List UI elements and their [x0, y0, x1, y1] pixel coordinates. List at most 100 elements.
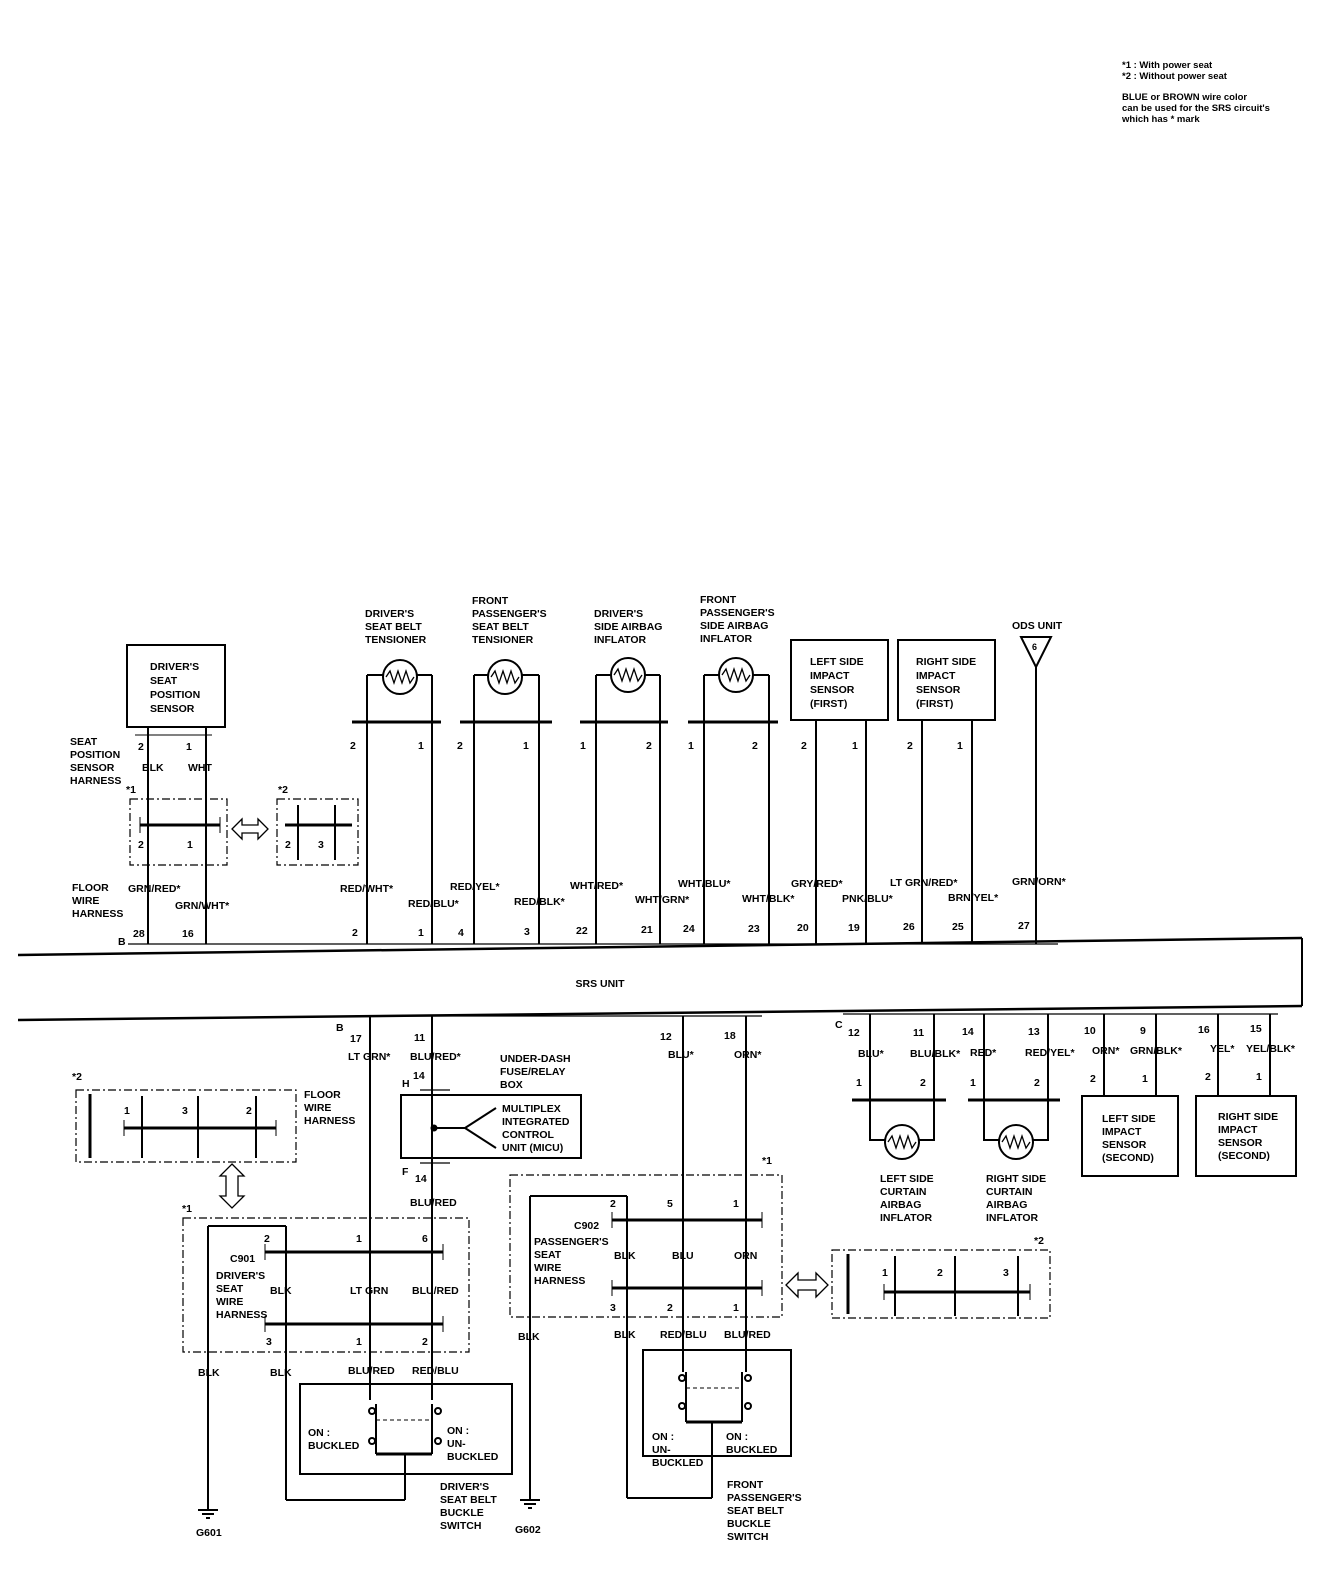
wire-color-label: YEL/BLK*	[1246, 1043, 1296, 1055]
right-floor-harness-connector	[831, 1249, 1051, 1319]
srs-pin: 10	[1084, 1025, 1096, 1037]
pin: 14	[413, 1070, 425, 1082]
srs-pin: 9	[1140, 1025, 1146, 1037]
left-impact-second-label-4: (SECOND)	[1102, 1152, 1154, 1164]
pin: 3	[266, 1336, 272, 1348]
c902-label-5: HARNESS	[534, 1275, 585, 1287]
drv-buckle-label-4: SWITCH	[440, 1520, 481, 1532]
connector-b-top: B	[118, 936, 126, 948]
harness-wire-label: LT GRN	[350, 1285, 388, 1297]
wire-color-label: WHT/BLK*	[742, 893, 795, 905]
right-curtain-label-4: INFLATOR	[986, 1212, 1039, 1224]
floor-harness-label-3: HARNESS	[72, 908, 123, 920]
on-buckled2-label-1: ON :	[726, 1431, 748, 1443]
srs-pin: 16	[1198, 1024, 1210, 1036]
floor-harness-label-1: FLOOR	[72, 882, 109, 894]
c902-label-2: PASSENGER'S	[534, 1236, 609, 1248]
srs-pin: 16	[182, 928, 194, 940]
harness-wire-label: BLK	[614, 1250, 636, 1262]
wire-color-label: WHT/BLU*	[678, 878, 731, 890]
on-unbuckled-label-3: BUCKLED	[447, 1451, 499, 1463]
wire-color-label: RED/WHT*	[340, 883, 394, 895]
floor-harness2-label-1: FLOOR	[304, 1089, 341, 1101]
left-impact-sensor-first	[790, 639, 889, 721]
pin: 1	[1256, 1071, 1262, 1083]
wire-color-label: GRY/RED*	[791, 878, 843, 890]
micu-label-1: MULTIPLEX	[502, 1103, 561, 1115]
pin: 2	[422, 1336, 428, 1348]
pin: 1	[580, 740, 586, 752]
wire-color-label: BLU*	[668, 1049, 695, 1061]
left-impact-first-label-4: (FIRST)	[810, 698, 847, 710]
note-wire-color-3: which has * mark	[1122, 114, 1200, 125]
pass-buckle-label-1: FRONT	[727, 1479, 764, 1491]
pin: 1	[186, 741, 192, 753]
harness-wire-label: RED/BLU	[660, 1329, 707, 1341]
pass-tensioner-label-1: FRONT	[472, 595, 509, 607]
pin: 1	[957, 740, 963, 752]
pass-side-airbag-label-2: PASSENGER'S	[700, 607, 775, 619]
right-impact-second-label-4: (SECOND)	[1218, 1150, 1270, 1162]
passengers-side-airbag-inflator	[688, 657, 778, 944]
pin: 1	[852, 740, 858, 752]
harness-wire-label: BLK	[270, 1285, 292, 1297]
wire-color-label: GRN/RED*	[128, 883, 181, 895]
right-impact-second-label-2: IMPACT	[1218, 1124, 1258, 1136]
srs-pin: 13	[1028, 1026, 1040, 1038]
pin: 2	[920, 1077, 926, 1089]
harness-wire-label: RED/BLU	[412, 1365, 459, 1377]
c901-harness-connector	[182, 1217, 470, 1353]
micu-label-4: UNIT (MICU)	[502, 1142, 563, 1154]
micu-label-2: INTEGRATED	[502, 1116, 570, 1128]
seat-position-sensor-box	[126, 644, 226, 728]
pass-buckle-label-4: BUCKLE	[727, 1518, 771, 1530]
on-unbuckled-label-1: ON :	[447, 1425, 469, 1437]
c901-label-5: HARNESS	[216, 1309, 267, 1321]
pin: 1	[733, 1302, 739, 1314]
srs-pin: 25	[952, 921, 964, 933]
srs-pin: 1	[418, 927, 424, 939]
srs-pin: 14	[962, 1026, 974, 1038]
wire-color-label: RED/YEL*	[1025, 1047, 1076, 1059]
pass-tensioner-label-4: TENSIONER	[472, 634, 534, 646]
srs-pin: 18	[724, 1030, 736, 1042]
harness-connector-2	[276, 798, 359, 866]
pass-side-airbag-label-1: FRONT	[700, 594, 737, 606]
wire-color-label: ORN*	[1092, 1045, 1120, 1057]
right-impact-first-label-4: (FIRST)	[916, 698, 953, 710]
srs-pin: 28	[133, 928, 145, 940]
left-curtain-label-4: INFLATOR	[880, 1212, 933, 1224]
floor-harness-label-2: WIRE	[72, 895, 99, 907]
pin: 1	[418, 740, 424, 752]
floor-harness2-label-2: WIRE	[304, 1102, 331, 1114]
srs-pin: 27	[1018, 920, 1030, 932]
srs-pin: 2	[352, 927, 358, 939]
seat-position-harness-label-3: SENSOR	[70, 762, 115, 774]
left-impact-second-label-3: SENSOR	[1102, 1139, 1147, 1151]
drivers-side-airbag-inflator	[580, 657, 668, 944]
wire-color-label: BLU/RED*	[410, 1051, 462, 1063]
connector-b-bottom: B	[336, 1022, 344, 1034]
micu-label-3: CONTROL	[502, 1129, 554, 1141]
wire-color-label: LT GRN/RED*	[890, 877, 958, 889]
right-impact-second-label-1: RIGHT SIDE	[1218, 1111, 1278, 1123]
passengers-seat-belt-tensioner	[460, 659, 552, 944]
harness-wire-label: BLK	[270, 1367, 292, 1379]
wire-color-label: BLU*	[858, 1048, 885, 1060]
on-unbuckled2-label-3: BUCKLED	[652, 1457, 704, 1469]
srs-unit-label: SRS UNIT	[575, 978, 625, 990]
on-buckled2-label-2: BUCKLED	[726, 1444, 778, 1456]
drv-side-airbag-label-2: SIDE AIRBAG	[594, 621, 662, 633]
wire-color-label: ORN*	[734, 1049, 762, 1061]
left-impact-first-label-1: LEFT SIDE	[810, 656, 864, 668]
pin: 2	[752, 740, 758, 752]
c902-harness-connector	[509, 1174, 783, 1318]
c901-label-4: WIRE	[216, 1296, 243, 1308]
wire-color-label: WHT/GRN*	[635, 894, 690, 906]
right-impact-first-label-2: IMPACT	[916, 670, 956, 682]
drv-side-airbag-label-1: DRIVER'S	[594, 608, 643, 620]
drv-buckle-label-2: SEAT BELT	[440, 1494, 497, 1506]
pin: 1	[523, 740, 529, 752]
srs-pin: 15	[1250, 1023, 1262, 1035]
